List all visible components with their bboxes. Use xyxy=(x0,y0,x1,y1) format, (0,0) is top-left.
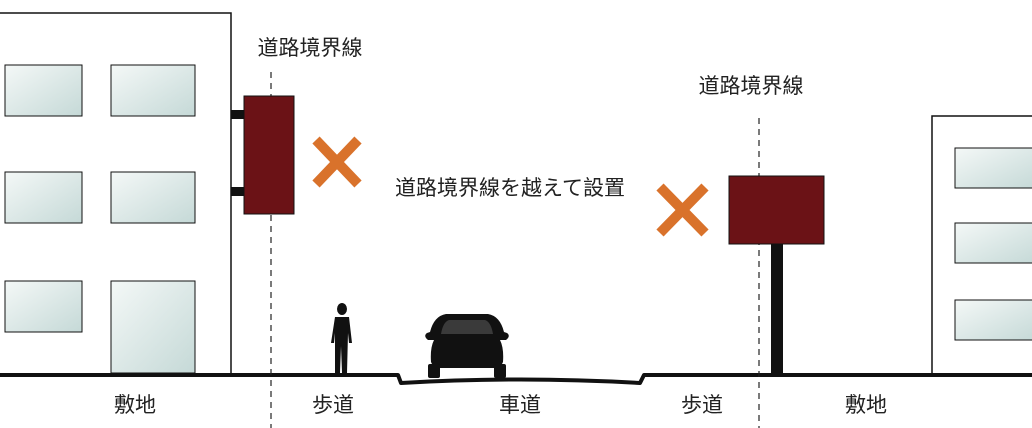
x-mark-icon xyxy=(656,183,709,237)
pedestrian-icon xyxy=(331,303,352,373)
ground-label-right: 敷地 xyxy=(845,393,887,417)
window xyxy=(954,299,1032,341)
boundary-label-right: 道路境界線 xyxy=(699,74,804,98)
ground-label-left: 敷地 xyxy=(114,393,156,417)
sign-bracket xyxy=(231,187,245,196)
sign-bracket xyxy=(231,110,245,119)
window xyxy=(954,147,1032,189)
window xyxy=(954,222,1032,264)
ground-line xyxy=(0,373,1032,385)
right-building-outline xyxy=(931,115,1032,374)
window xyxy=(110,64,196,117)
boundary-label-left: 道路境界線 xyxy=(258,36,363,60)
right-building xyxy=(931,115,1032,374)
sidewalk-label-left: 歩道 xyxy=(312,393,354,417)
window xyxy=(4,171,83,224)
door-window xyxy=(110,280,196,374)
sidewalk-label-right: 歩道 xyxy=(681,393,723,417)
window xyxy=(4,64,83,117)
sign-pole xyxy=(771,240,783,376)
pole-sign-board xyxy=(728,175,825,245)
left-building-outline xyxy=(0,12,232,374)
roadway-label: 車道 xyxy=(499,393,541,417)
x-mark-icon xyxy=(312,136,362,188)
pole-sign xyxy=(728,175,825,376)
window xyxy=(4,280,83,333)
annotation-label: 道路境界線を越えて設置 xyxy=(395,176,625,200)
left-building xyxy=(0,12,232,374)
car-icon xyxy=(425,314,509,378)
wall-sign-board xyxy=(243,95,295,215)
window xyxy=(110,171,196,224)
wall-sign xyxy=(231,95,295,215)
